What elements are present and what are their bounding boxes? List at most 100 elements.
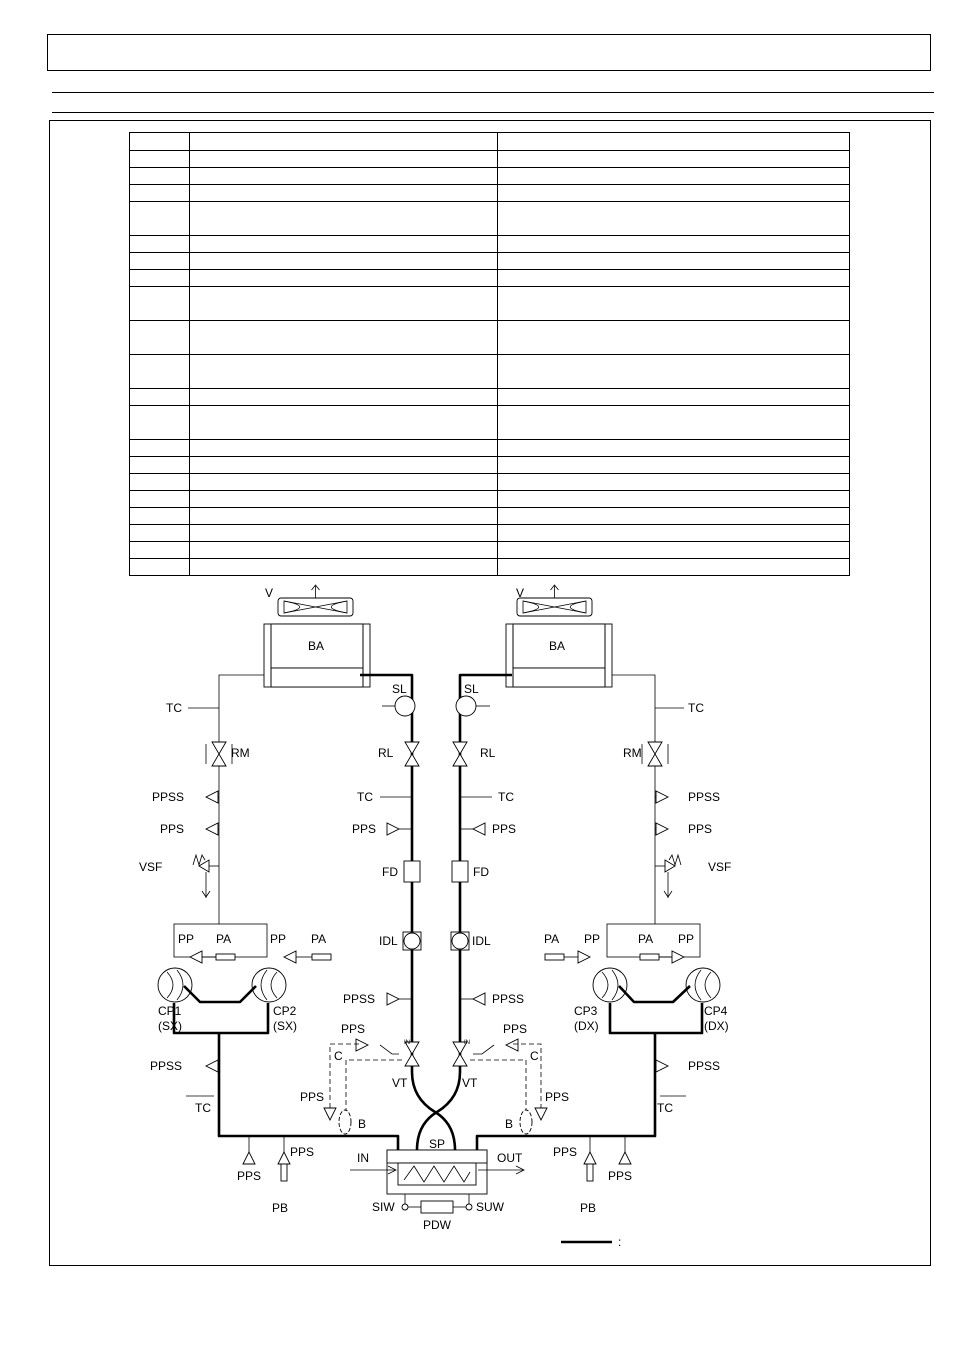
label-fd: FD — [473, 865, 489, 879]
table-row — [129, 167, 850, 185]
pressure-transducer-icon — [188, 950, 203, 964]
safety-valve-icon — [664, 859, 676, 873]
table-row — [129, 184, 850, 202]
air-coil-body — [512, 623, 606, 669]
pressure-transducer-icon — [471, 822, 486, 836]
pa-sensor-icon — [639, 953, 660, 961]
label-cp2: CP2 — [273, 1004, 297, 1018]
header-box — [47, 34, 931, 71]
label-pa: PA — [311, 932, 326, 946]
table-row — [129, 150, 850, 168]
pa-sensor-icon — [311, 953, 332, 961]
pressure-transducer-icon — [242, 1150, 256, 1165]
water-inlet-probe-icon — [401, 1203, 409, 1211]
label-pps: PPS — [553, 1145, 577, 1159]
pressure-transducer-icon — [583, 1150, 597, 1165]
compressor-icon — [176, 969, 184, 1001]
label-sx: (SX) — [158, 1019, 182, 1033]
label-pb: PB — [272, 1201, 288, 1215]
pressure-transducer-icon — [204, 790, 219, 804]
label-sl: SL — [392, 682, 407, 696]
table-row — [129, 286, 850, 321]
label-pp: PP — [584, 932, 600, 946]
pipe-segment — [473, 1044, 495, 1055]
label-sp: SP — [429, 1137, 445, 1151]
label-pps: PPS — [290, 1145, 314, 1159]
pressure-transducer-icon — [618, 1150, 632, 1165]
label-ppss: PPSS — [688, 1059, 720, 1073]
left-condenser: V BA — [263, 584, 371, 688]
pa-sensor-icon — [544, 953, 565, 961]
compressor-icon — [157, 967, 193, 1003]
pressure-transducer-icon — [577, 950, 592, 964]
pressure-transducer-icon — [534, 1107, 548, 1122]
table-cell-note — [497, 320, 850, 355]
safety-valve-spring-icon — [192, 853, 206, 867]
label-vsf: VSF — [139, 860, 162, 874]
label-pps: PPS — [503, 1022, 527, 1036]
label-fan-v: V — [265, 586, 273, 600]
fan-icon — [283, 600, 348, 614]
label-ppss: PPSS — [492, 992, 524, 1006]
table-row — [129, 320, 850, 355]
pressure-transducer-icon — [504, 1038, 519, 1052]
label-pps: PPS — [341, 1022, 365, 1036]
label-dx: (DX) — [574, 1019, 599, 1033]
table-cell-description — [189, 286, 498, 321]
air-coil-body — [270, 623, 364, 669]
label-fd: FD — [382, 865, 398, 879]
label-pp: PP — [678, 932, 694, 946]
pressure-transducer-icon — [386, 822, 401, 836]
compressor-icon — [251, 967, 287, 1003]
label-tc: TC — [166, 701, 182, 715]
label-sl: SL — [464, 682, 479, 696]
label-cp1: CP1 — [158, 1004, 182, 1018]
table-cell-note — [497, 354, 850, 389]
label-pps: PPS — [688, 822, 712, 836]
pipe-segment — [513, 1043, 542, 1104]
label-tc: TC — [688, 701, 704, 715]
table-cell-description — [189, 354, 498, 389]
pipe-segment — [172, 1003, 270, 1035]
right-condenser: VBA — [505, 584, 613, 688]
label-pps: PPS — [608, 1169, 632, 1183]
table-cell-note — [497, 201, 850, 236]
label-pb: PB — [580, 1201, 596, 1215]
label-sx: (SX) — [273, 1019, 297, 1033]
liquid-valve-icon — [452, 741, 468, 767]
sight-glass-icon — [394, 695, 416, 717]
label-in_small: IN — [464, 1040, 470, 1046]
plate-exchanger-header — [386, 1149, 488, 1164]
label-pp: PP — [270, 932, 286, 946]
label-coil-ba: BA — [308, 639, 324, 653]
water-outlet-probe-icon — [465, 1203, 473, 1211]
label-pp: PP — [178, 932, 194, 946]
compressor-icon — [601, 971, 609, 999]
label-pa: PA — [544, 932, 559, 946]
label-b: B — [358, 1117, 366, 1131]
pipe-segment — [608, 1003, 704, 1035]
compressor-icon — [685, 967, 721, 1003]
label-pps: PPS — [545, 1090, 569, 1104]
airflow-arrow-icon — [311, 584, 320, 591]
compressor-icon — [694, 969, 702, 1001]
label-idl: IDL — [472, 934, 491, 948]
safety-valve-icon — [198, 859, 210, 873]
label-ppss: PPSS — [150, 1059, 182, 1073]
table-cell-description — [189, 201, 498, 236]
bulb-icon — [338, 1109, 352, 1135]
table-cell-note — [497, 558, 850, 576]
label-rm: RM — [231, 746, 250, 760]
pipe-segment — [379, 1044, 399, 1055]
indicator-liquid-icon — [451, 932, 469, 950]
pipe-segment — [470, 1059, 527, 1118]
compressor-icon — [260, 969, 268, 1001]
label-pps: PPS — [352, 822, 376, 836]
label-vt: VT — [462, 1076, 478, 1090]
table-cell-code — [129, 405, 190, 440]
table-row — [129, 354, 850, 389]
rotalock-valve-icon — [211, 741, 227, 767]
